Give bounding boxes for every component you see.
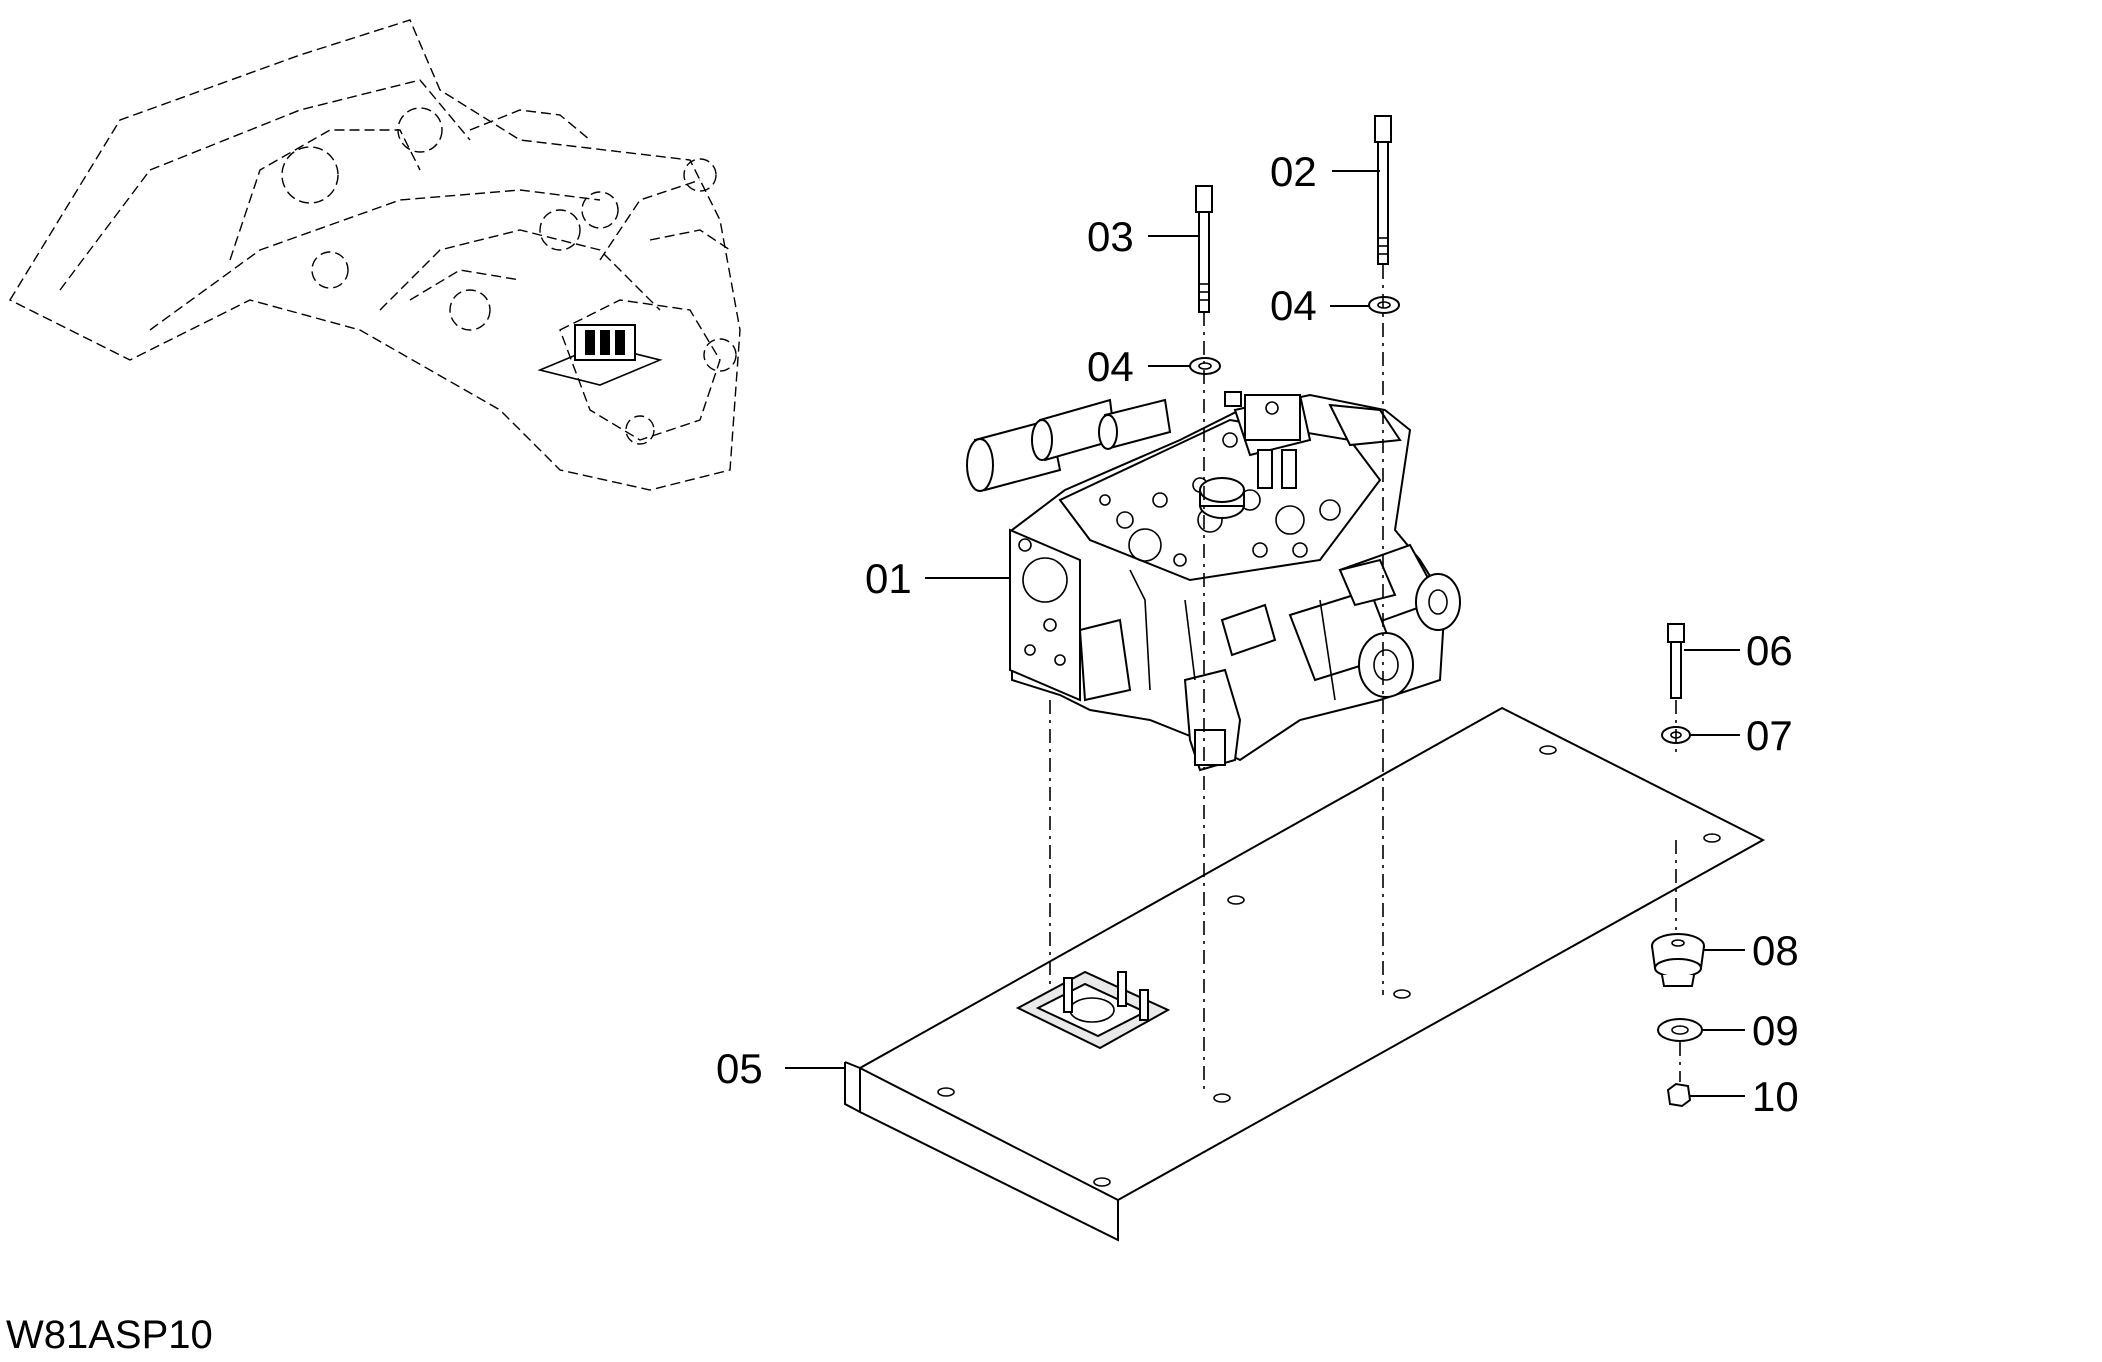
- washer-04-left: [1189, 357, 1221, 375]
- nut-10: [1666, 1082, 1692, 1108]
- thumbnail-valve-highlight: [537, 324, 663, 386]
- callout-05: 05: [716, 1045, 763, 1092]
- assembly-centerlines: [1049, 265, 1681, 1090]
- callout-03: 03: [1087, 213, 1134, 260]
- callout-01: 01: [865, 555, 912, 602]
- rubber-mount-08: [1651, 933, 1705, 987]
- bolt-06: [1667, 623, 1685, 699]
- callout-04-right: 04: [1270, 282, 1317, 329]
- washer-04-right: [1368, 296, 1400, 314]
- callout-labels: 03 02 04 04 01 05 06 07 08 09 10: [716, 148, 1799, 1120]
- figure-code: W81ASP10: [6, 1313, 213, 1357]
- bolt-02: [1374, 115, 1392, 265]
- callout-04-left: 04: [1087, 343, 1134, 390]
- callout-07: 07: [1746, 712, 1793, 759]
- leader-lines: [785, 170, 1745, 1097]
- callout-06: 06: [1746, 627, 1793, 674]
- callout-08: 08: [1752, 927, 1799, 974]
- callout-02: 02: [1270, 148, 1317, 195]
- callout-10: 10: [1752, 1073, 1799, 1120]
- bolt-03: [1195, 185, 1213, 313]
- washer-09: [1657, 1018, 1703, 1042]
- control-valve-assembly: [966, 391, 1461, 772]
- callout-09: 09: [1752, 1007, 1799, 1054]
- machine-overview-thumbnail: [9, 19, 741, 491]
- mounting-plate: [844, 706, 1766, 1242]
